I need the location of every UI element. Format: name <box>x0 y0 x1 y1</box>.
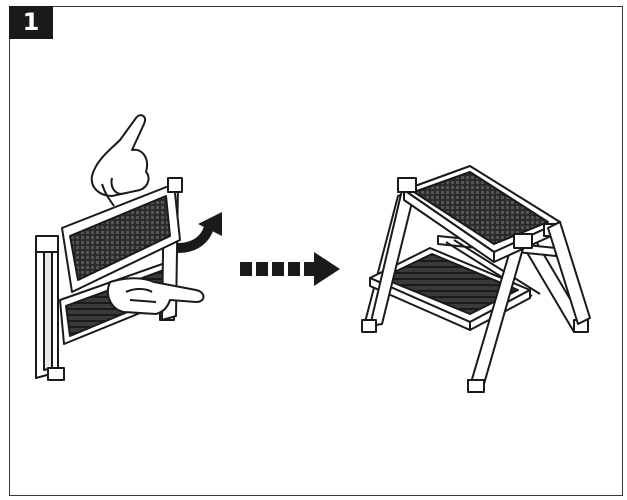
step-number-badge: 1 <box>9 6 53 39</box>
folded-stool-icon <box>35 114 222 381</box>
unfolded-stool-icon <box>361 165 591 393</box>
dashed-right-arrow-icon <box>240 252 340 286</box>
